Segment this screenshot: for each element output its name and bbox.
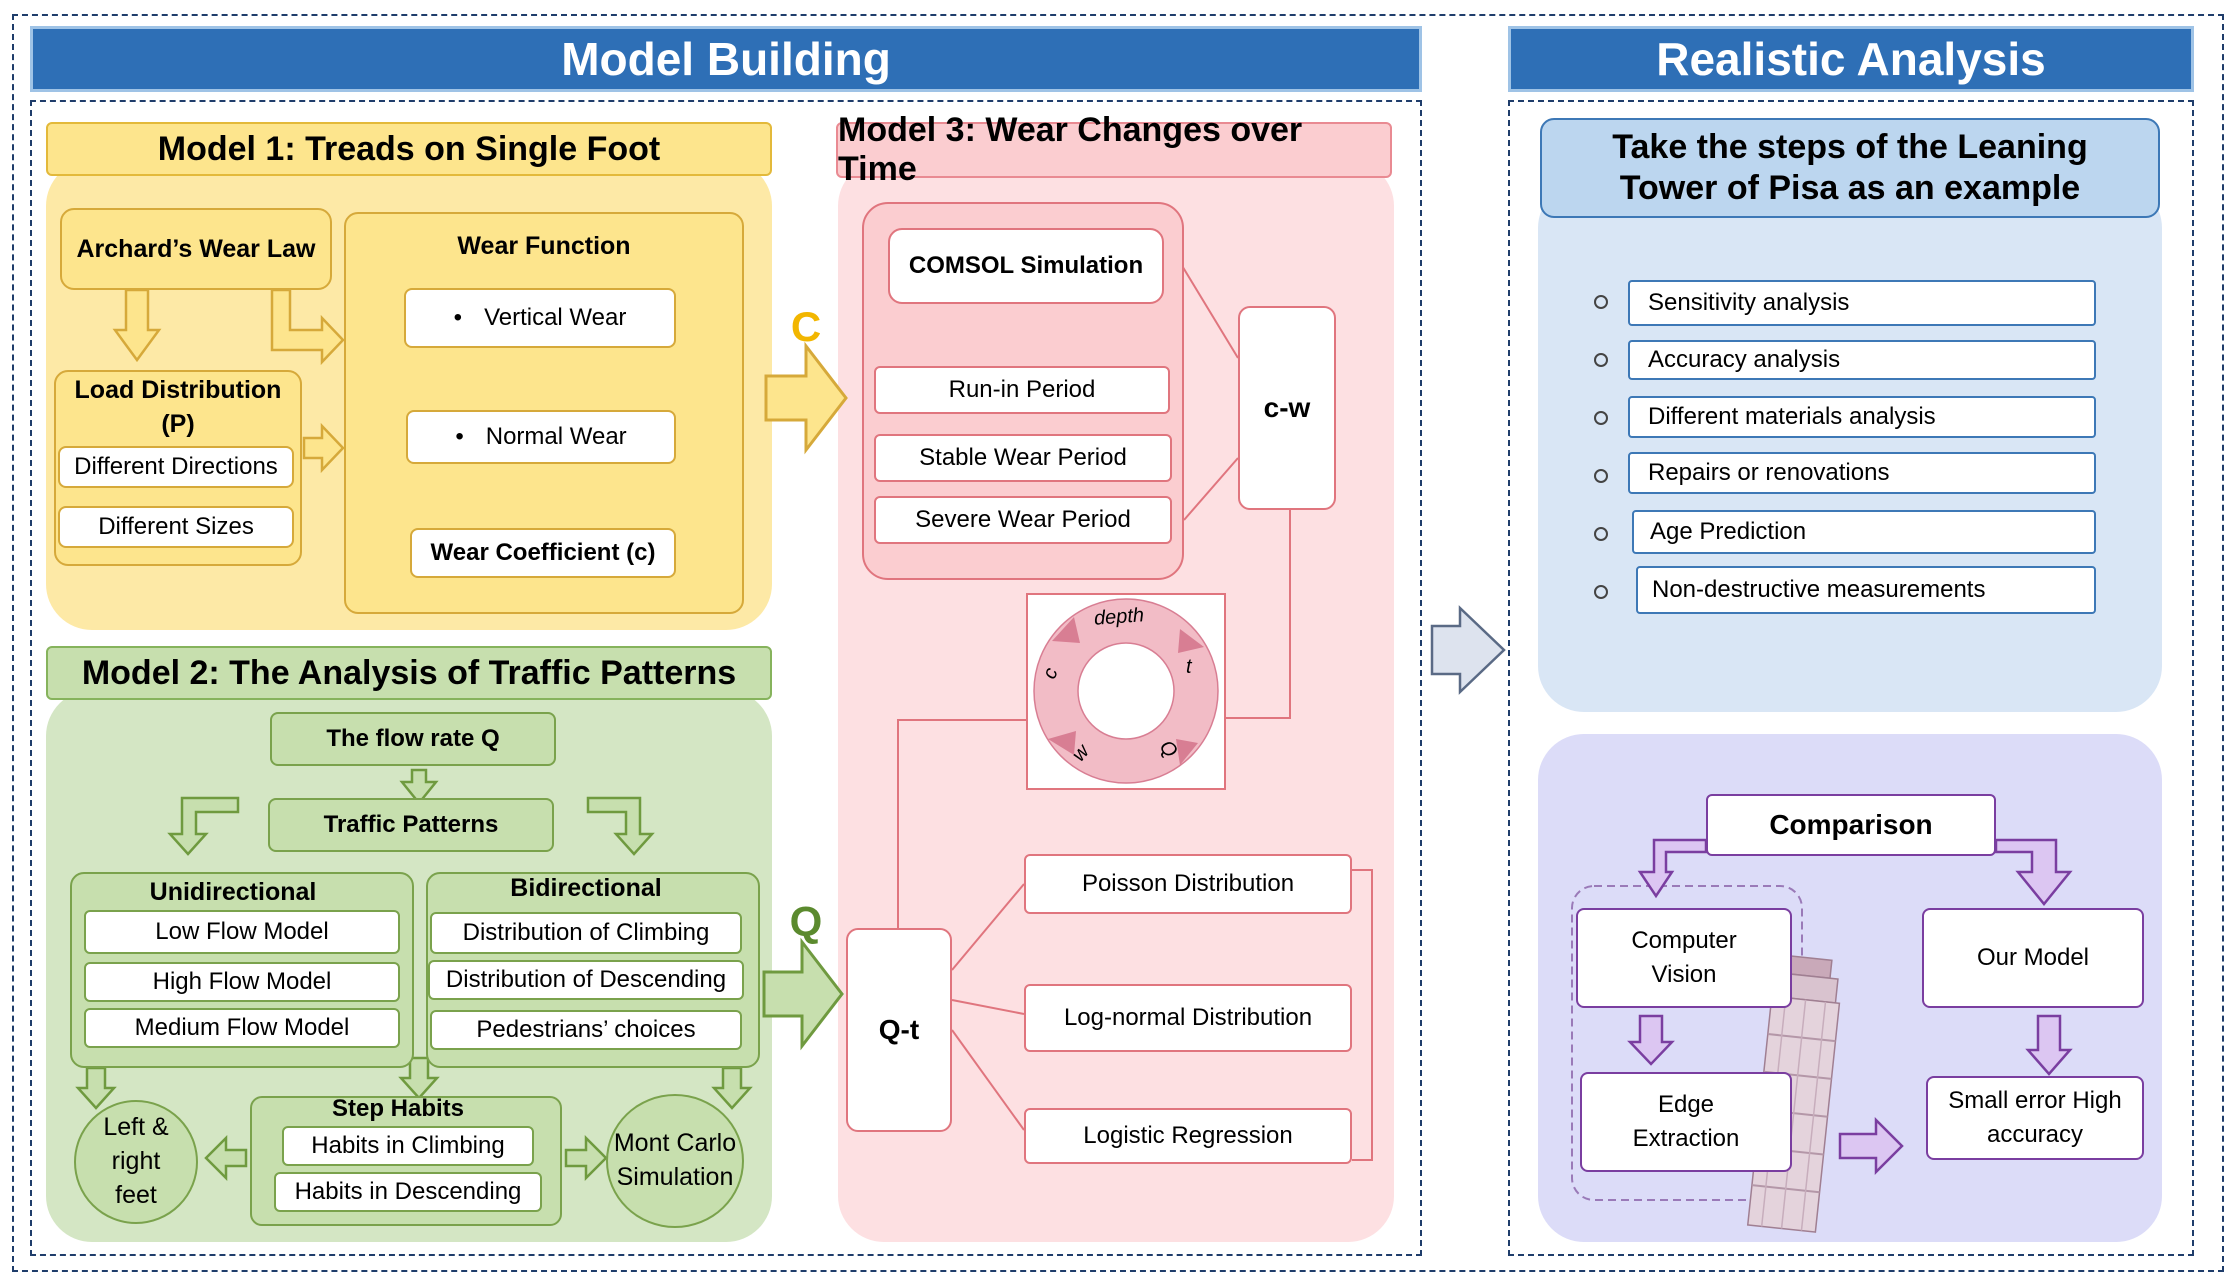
analysis-region xyxy=(1538,182,2162,712)
arrow-q xyxy=(762,937,844,1051)
analysis-nondestructive: Non-destructive measurements xyxy=(1636,566,2096,614)
qt-box: Q-t xyxy=(846,928,952,1132)
our-model-box: Our Model xyxy=(1922,908,2144,1008)
bullet-circle xyxy=(1594,527,1608,541)
cycle-label-t: t xyxy=(1186,656,1192,678)
bi-choices: Pedestrians’ choices xyxy=(430,1010,742,1050)
arrow-flow-to-traffic xyxy=(399,768,439,805)
comsol-box: COMSOL Simulation xyxy=(888,228,1164,304)
arrow-c xyxy=(764,341,848,455)
monte-carlo-circle: Mont Carlo Simulation xyxy=(606,1094,744,1228)
uni-high-flow: High Flow Model xyxy=(84,962,400,1002)
result-box: Small error High accuracy xyxy=(1926,1076,2144,1160)
lognormal-box: Log-normal Distribution xyxy=(1024,984,1352,1052)
analysis-age: Age Prediction xyxy=(1632,510,2096,554)
load-item-directions: Different Directions xyxy=(58,446,294,488)
arrow-to-realistic xyxy=(1430,605,1506,695)
arrow-cv-to-edge xyxy=(1627,1014,1675,1066)
normal-wear-box: • Normal Wear xyxy=(406,410,676,464)
bullet-circle xyxy=(1594,585,1608,599)
vertical-wear-label: Vertical Wear xyxy=(484,304,627,331)
analysis-materials: Different materials analysis xyxy=(1628,396,2096,438)
bi-descending: Distribution of Descending xyxy=(428,960,744,1000)
line-cw-to-cycle xyxy=(1226,510,1291,719)
connector-c-label: C xyxy=(790,303,822,350)
model-building-frame xyxy=(30,100,1422,1256)
analysis-accuracy: Accuracy analysis xyxy=(1628,340,2096,380)
bullet-circle xyxy=(1594,353,1608,367)
comparison-box: Comparison xyxy=(1706,794,1996,856)
arrow-step-to-leftright xyxy=(204,1134,248,1182)
period-stable: Stable Wear Period xyxy=(874,434,1172,482)
example-title: Take the steps of the Leaning Tower of P… xyxy=(1540,118,2160,218)
connector-q-label: Q xyxy=(789,898,823,945)
wear-coefficient-box: Wear Coefficient (c) xyxy=(410,528,676,578)
arrow-edge-to-result xyxy=(1838,1116,1904,1176)
arrow-traffic-to-uni xyxy=(167,796,240,856)
bidirectional-title: Bidirectional xyxy=(510,873,662,902)
line-periods-to-cw xyxy=(1183,457,1239,521)
load-distribution-title: Load Distribution (P) xyxy=(74,376,282,438)
vertical-wear-box: • Vertical Wear xyxy=(404,288,676,348)
arrow-step-to-monte xyxy=(564,1134,608,1182)
model2-title: Model 2: The Analysis of Traffic Pattern… xyxy=(46,646,772,700)
traffic-patterns-box: Traffic Patterns xyxy=(268,798,554,852)
bracket-distributions xyxy=(1352,869,1373,1161)
model-building-banner: Model Building xyxy=(30,26,1422,92)
bullet-circle xyxy=(1594,411,1608,425)
arrow-traffic-to-bi xyxy=(586,796,655,856)
arrow-archard-to-wear xyxy=(270,288,345,366)
archard-box: Archard’s Wear Law xyxy=(60,208,332,290)
analysis-sensitivity: Sensitivity analysis xyxy=(1628,280,2096,326)
realistic-analysis-banner: Realistic Analysis xyxy=(1508,26,2194,92)
computer-vision-box: Computer Vision xyxy=(1576,908,1792,1008)
cycle-ring xyxy=(1033,598,1219,784)
bullet: • xyxy=(455,423,464,450)
step-descending: Habits in Descending xyxy=(274,1172,542,1212)
uni-low-flow: Low Flow Model xyxy=(84,910,400,954)
arrow-comparison-to-ours xyxy=(1994,838,2073,906)
bullet: • xyxy=(453,304,463,331)
model1-title: Model 1: Treads on Single Foot xyxy=(46,122,772,176)
line-qt-to-logistic xyxy=(951,1029,1025,1131)
line-qt-to-cycle xyxy=(897,719,1026,930)
bi-climbing: Distribution of Climbing xyxy=(430,912,742,954)
period-run-in: Run-in Period xyxy=(874,366,1170,414)
analysis-repairs: Repairs or renovations xyxy=(1628,452,2096,494)
arrow-load-to-wear xyxy=(302,422,345,474)
period-severe: Severe Wear Period xyxy=(874,496,1172,544)
bullet-circle xyxy=(1594,469,1608,483)
bullet-circle xyxy=(1594,295,1608,309)
uni-medium-flow: Medium Flow Model xyxy=(84,1008,400,1048)
cw-box: c-w xyxy=(1238,306,1336,510)
unidirectional-title: Unidirectional xyxy=(149,877,317,906)
left-right-feet-circle: Left & right feet xyxy=(74,1100,198,1224)
flow-rate-box: The flow rate Q xyxy=(270,712,556,766)
realistic-analysis-frame xyxy=(1508,100,2194,1256)
logistic-box: Logistic Regression xyxy=(1024,1108,1352,1164)
step-climbing: Habits in Climbing xyxy=(282,1126,534,1166)
normal-wear-label: Normal Wear xyxy=(485,423,627,450)
arrow-comparison-to-cv xyxy=(1637,838,1708,899)
line-qt-to-poisson xyxy=(951,883,1025,971)
step-habits-title: Step Habits xyxy=(331,1095,465,1122)
load-item-sizes: Different Sizes xyxy=(58,506,294,548)
arrow-ours-to-result xyxy=(2025,1014,2073,1076)
outer-frame xyxy=(12,14,2224,1272)
wear-function-title: Wear Function xyxy=(457,231,631,260)
poisson-box: Poisson Distribution xyxy=(1024,854,1352,914)
edge-extraction-box: Edge Extraction xyxy=(1580,1072,1792,1172)
line-qt-to-lognormal xyxy=(951,999,1025,1015)
